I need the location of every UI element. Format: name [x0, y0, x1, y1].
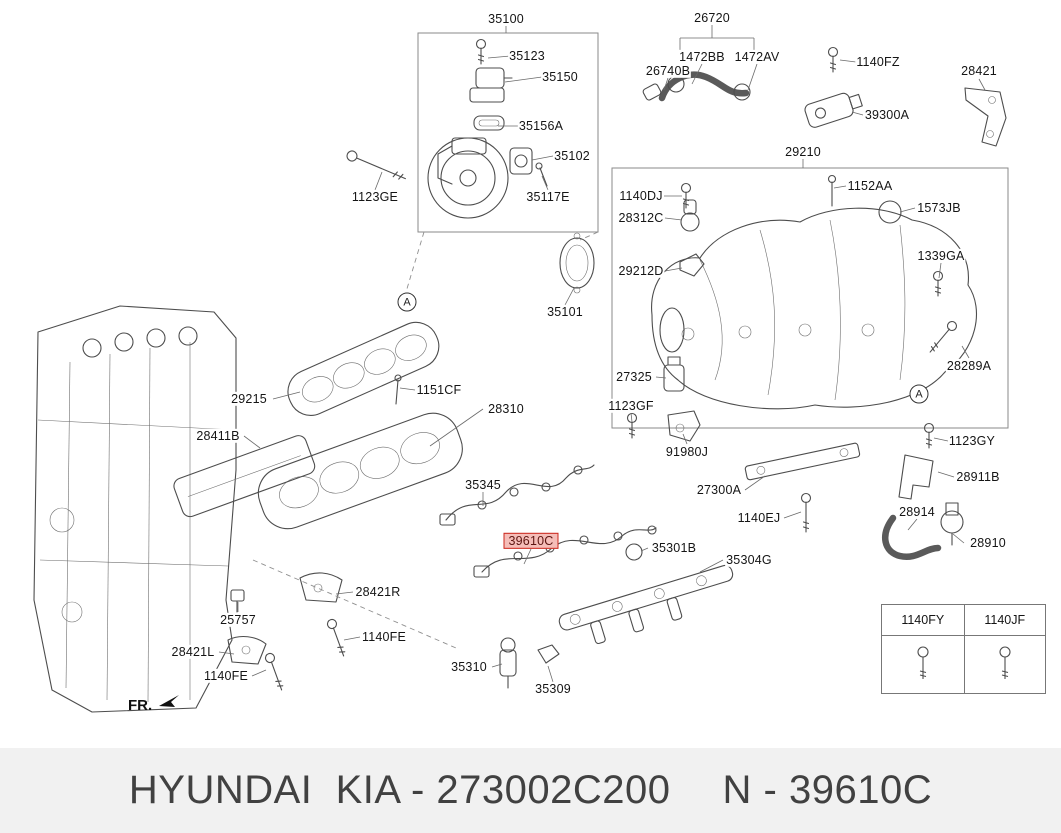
part-label-35310[interactable]: 35310: [450, 659, 488, 675]
bracket-28421r: [299, 572, 343, 603]
fuel-rail-35304g: [558, 564, 734, 645]
part-label-35309[interactable]: 35309: [534, 681, 572, 697]
intake-manifold-frame: [611, 167, 1009, 429]
part-label-1140fz[interactable]: 1140FZ: [855, 54, 901, 70]
part-label-35301b[interactable]: 35301B: [650, 540, 698, 556]
throttle-body-frame: [417, 32, 599, 233]
footer-banner: HYUNDAI KIA - 273002C200 N - 39610C: [0, 748, 1061, 833]
fuel-injector-35310: [499, 637, 517, 689]
part-label-1472av[interactable]: 1472AV: [733, 49, 781, 65]
part-label-28914[interactable]: 28914: [898, 504, 936, 520]
part-label-28910[interactable]: 28910: [969, 535, 1007, 551]
part-label-1151cf[interactable]: 1151CF: [415, 382, 463, 398]
part-label-35345[interactable]: 35345: [464, 477, 502, 493]
part-label-35156a[interactable]: 35156A: [517, 118, 565, 134]
injector-clip-35309: [537, 644, 560, 664]
part-label-1140fe[interactable]: 1140FE: [202, 668, 250, 684]
bracket-91980j: [667, 410, 701, 442]
part-label-1140fe[interactable]: 1140FE: [360, 629, 408, 645]
stud-1152aa: [827, 174, 837, 184]
throttle-gasket: [559, 232, 595, 294]
part-label-27325[interactable]: 27325: [615, 369, 653, 385]
section-marker-a: A: [397, 292, 417, 312]
ref-table-header-1140fy[interactable]: 1140FY: [901, 613, 945, 627]
bracket-28421: [964, 87, 1007, 147]
part-label-28310[interactable]: 28310: [487, 401, 525, 417]
part-label-1140ej[interactable]: 1140EJ: [736, 510, 782, 526]
part-label-1339ga[interactable]: 1339GA: [916, 248, 966, 264]
part-label-29215[interactable]: 29215: [230, 391, 268, 407]
part-label-27300a[interactable]: 27300A: [695, 482, 743, 498]
solenoid-gasket: [473, 115, 505, 131]
purge-valve-28910: [940, 502, 964, 546]
part-label-25757[interactable]: 25757: [219, 612, 257, 628]
part-labels-layer: 35100 35123 35150 35156A 35102 35117E 1123GE 26…: [170, 10, 1007, 697]
part-label-91980j[interactable]: 91980J: [664, 444, 710, 460]
hose-clamp-1472av: [733, 83, 751, 101]
clip-25757: [230, 589, 245, 613]
part-label-1140dj[interactable]: 1140DJ: [618, 188, 664, 204]
part-label-35304g[interactable]: 35304G: [725, 552, 773, 568]
front-direction-indicator: FR.: [128, 694, 181, 714]
throttle-body: [427, 38, 548, 219]
bracket-28421l: [227, 635, 267, 665]
throttle-sensor: [509, 147, 533, 175]
map-sensor: [804, 92, 863, 128]
bolt-icon-1140fy: [882, 635, 964, 693]
part-label-1123gf[interactable]: 1123GF: [607, 398, 655, 414]
part-label-26720[interactable]: 26720: [693, 10, 731, 26]
footer-brand-partnumber: HYUNDAI KIA - 273002C200: [128, 768, 671, 812]
water-fitting-28312c: [680, 212, 700, 232]
part-label-35100[interactable]: 35100: [487, 11, 525, 27]
purge-hose-28914: [882, 514, 942, 561]
parts-diagram: 35100 35123 35150 35156A 35102 35117E 1123GE 26…: [33, 10, 1046, 714]
fastener-reference-table: 1140FY 1140JF: [881, 604, 1046, 694]
fr-label: FR.: [128, 697, 153, 714]
bracket-28911b: [898, 454, 934, 500]
part-label-26740b[interactable]: 26740B: [644, 63, 692, 79]
part-label-28421r[interactable]: 28421R: [354, 584, 402, 600]
bolt-icon-1140jf: [963, 635, 1045, 693]
part-label-28421[interactable]: 28421: [960, 63, 998, 79]
upper-intake-manifold: [651, 174, 977, 410]
part-label-1123ge[interactable]: 1123GE: [350, 189, 400, 205]
part-label-29210[interactable]: 29210: [784, 144, 822, 160]
section-marker-a: A: [909, 384, 929, 404]
part-label-28911b[interactable]: 28911B: [955, 469, 1001, 485]
manifold-gasket-29215: [287, 321, 440, 416]
stud-1151cf: [394, 374, 402, 382]
part-label-35102[interactable]: 35102: [553, 148, 591, 164]
part-label-1573jb[interactable]: 1573JB: [916, 200, 962, 216]
hose-connector: [642, 83, 662, 101]
part-label-28421l[interactable]: 28421L: [170, 644, 216, 660]
rail-cap-35301b: [625, 543, 643, 561]
part-label-1472bb[interactable]: 1472BB: [678, 49, 726, 65]
lower-intake-manifold: [257, 412, 463, 530]
ref-table-header-1140jf[interactable]: 1140JF: [963, 605, 1046, 635]
rail-bracket-27300a: [744, 442, 861, 481]
part-label-28289a[interactable]: 28289A: [945, 358, 993, 374]
injector-harness-35345: [439, 464, 595, 526]
footer-reference: N - 39610C: [722, 768, 933, 812]
diagram-line-art: [33, 25, 1009, 713]
part-label-28411b[interactable]: 28411B: [195, 428, 241, 444]
part-label-29212d[interactable]: 29212D: [617, 263, 665, 279]
callout-bracket-26720: [679, 25, 755, 50]
part-label-35117e[interactable]: 35117E: [525, 189, 571, 205]
breather-hose: [642, 71, 751, 102]
manifold-stay-28411b: [173, 435, 316, 518]
part-label-35150[interactable]: 35150: [541, 69, 579, 85]
leader-lines: [218, 26, 986, 683]
part-label-35123[interactable]: 35123: [508, 48, 546, 64]
front-arrow-icon: [159, 695, 180, 707]
part-label-35101[interactable]: 35101: [546, 304, 584, 320]
part-label-39610c[interactable]: 39610C: [503, 532, 559, 550]
part-label-28312c[interactable]: 28312C: [617, 210, 665, 226]
part-label-1152aa[interactable]: 1152AA: [846, 178, 894, 194]
injector-harness-39610c: [473, 525, 657, 578]
part-label-1123gy[interactable]: 1123GY: [947, 433, 997, 449]
part-label-39300a[interactable]: 39300A: [863, 107, 911, 123]
